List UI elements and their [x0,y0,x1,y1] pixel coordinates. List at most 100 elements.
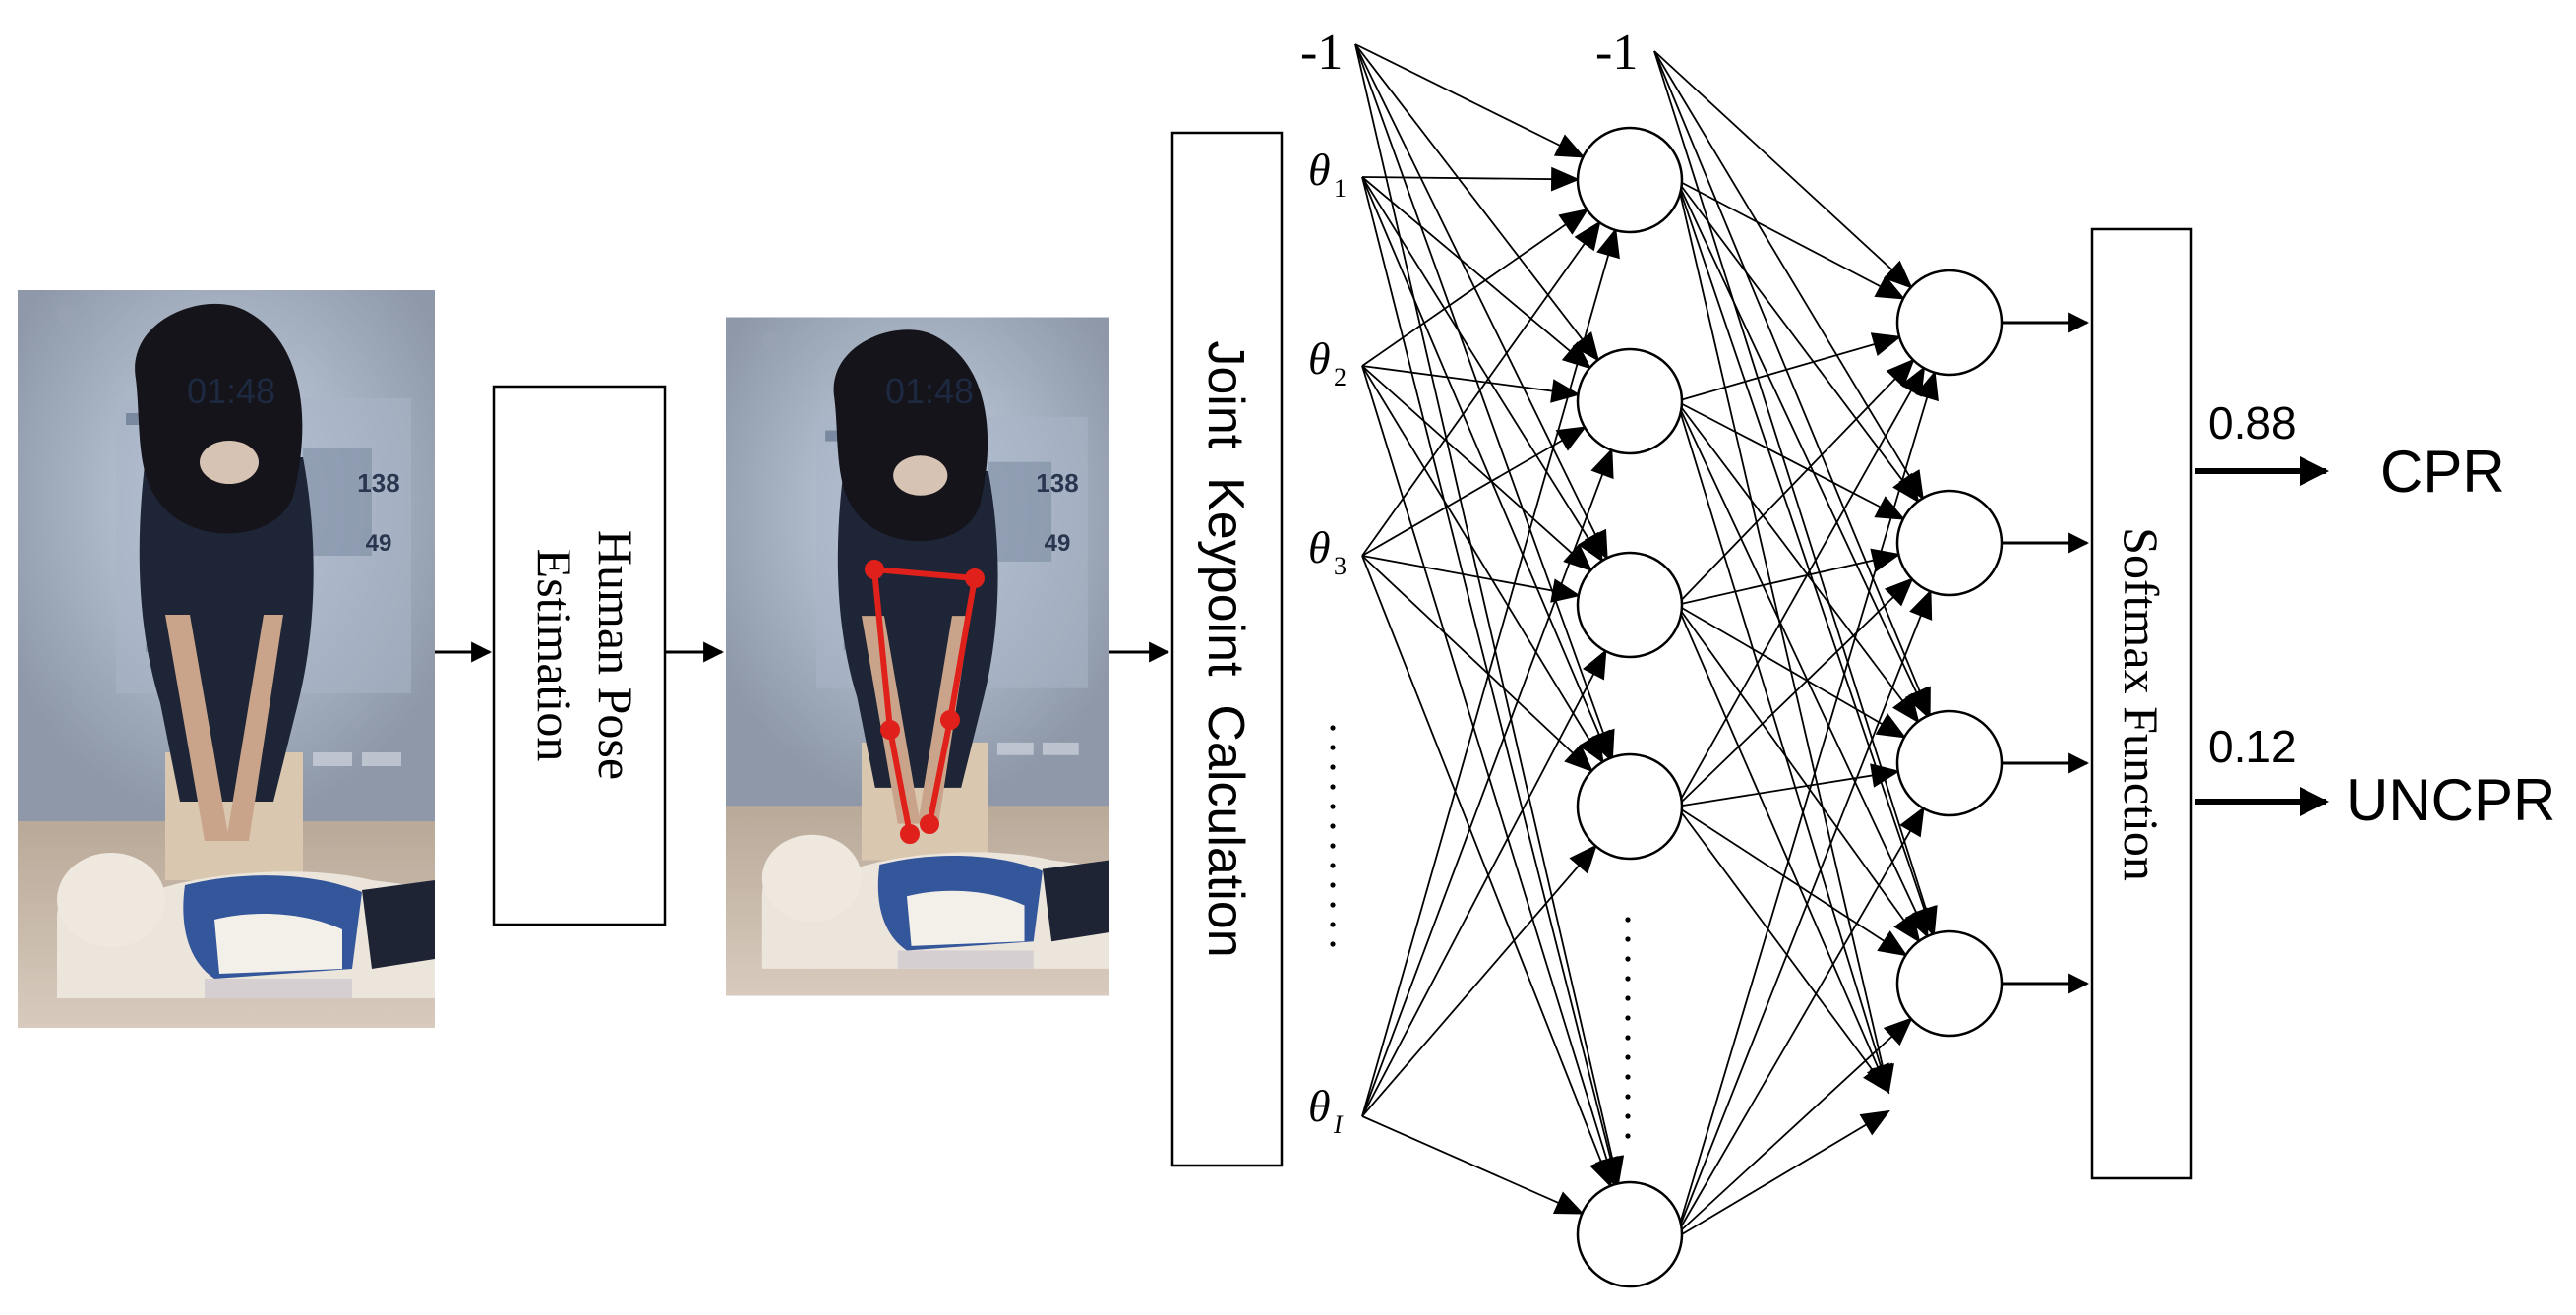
theta-2-symbol: θ [1308,333,1331,384]
edge-hidden-3-output-0-arrowhead [1886,358,1915,389]
edge-hidden-4-output-1-arrowhead [1884,577,1914,607]
edge-hidden-5-output-2 [1675,807,1925,1235]
softmax-box-label: Softmax Function [2114,527,2169,881]
edge-input-0-hidden-0 [1354,43,1584,158]
hidden-neuron-3 [1576,551,1684,659]
edge-hidden-0-output-0 [1653,50,1912,288]
edge-input-4-hidden-4-arrowhead [1552,1191,1585,1215]
edge-hidden-5-output-0 [1675,372,1936,1235]
keypoint-calculation-box: Joint Keypoint Calculation [1170,131,1284,1167]
edge-hidden-3-output-1 [1676,553,1899,606]
edge-hidden-3-output-0 [1676,359,1914,606]
edge-hidden-1-output-0 [1676,179,1904,300]
edge-input-3-hidden-4-arrowhead [1589,1157,1613,1188]
edge-hidden-4-output-0 [1675,367,1925,807]
pose-skeleton-overlay [865,560,985,844]
theta-I-symbol: θ [1308,1081,1331,1131]
original-frame-photo: 01:48 138 49 [18,290,435,1028]
hidden-neuron-2 [1576,347,1684,455]
edge-hidden-4-output-2-arrowhead [1870,763,1900,788]
edge-hidden-4-output-2 [1676,770,1898,807]
edge-input-4-hidden-0-arrowhead [1596,227,1620,260]
output-neuron-4 [1895,929,2004,1038]
hidden-ellipsis [1625,917,1631,1139]
edge-hidden-2-output-3 [1675,400,1929,937]
pose-estimation-box: Human Pose Estimation [492,385,667,926]
edge-input-1-hidden-2-arrowhead [1578,531,1604,564]
hidden-bias-label: -1 [1595,25,1638,81]
pose-depth-text: 49 [1045,530,1071,557]
edge-hidden-last-output-more [1681,1110,1889,1235]
edge-input-2-hidden-1 [1361,365,1579,395]
keypoint-box-label: Joint Keypoint Calculation [1197,340,1254,957]
edge-hidden-5-output-0-arrowhead [1915,370,1939,402]
edge-hidden-5-output-2-arrowhead [1899,806,1925,838]
cpr-probability: 0.88 [2208,397,2297,448]
theta-2-subscript: 2 [1334,363,1347,391]
edge-input-3-hidden-1 [1361,426,1586,557]
edge-input-3-hidden-3-arrowhead [1564,744,1594,773]
edge-hidden-2-output-0 [1676,335,1900,402]
edge-hidden-3-output-more [1676,806,1889,1093]
theta-3-subscript: 3 [1334,552,1347,580]
edge-input-1-hidden-3 [1361,176,1611,759]
edge-hidden-2-output-1 [1676,400,1904,520]
edge-input-2-hidden-2-arrowhead [1563,543,1593,572]
original-timer-text: 01:48 [187,371,275,411]
edge-input-1-hidden-2 [1361,176,1603,562]
edge-hidden-0-output-3 [1653,50,1935,934]
pose-skeleton-photo: 01:48 138 49 [726,317,1109,996]
edge-input-2-hidden-4 [1361,365,1616,1185]
edge-hidden-5-output-3-arrowhead [1883,1017,1913,1046]
original-depth-text: 49 [366,530,392,557]
edge-hidden-2-output-more [1676,604,1889,1093]
edge-input-4-hidden-2 [1361,650,1607,1117]
edge-hidden-1-output-2 [1675,179,1929,717]
pose-box-label-line1: Human Pose [588,530,643,780]
edge-input-0-hidden-2 [1354,43,1608,559]
edge-hidden-4-output-3-arrowhead [1877,930,1908,957]
edge-input-3-hidden-3 [1361,555,1592,772]
edge-hidden-3-output-2-arrowhead [1875,713,1907,739]
original-rate-text: 138 [357,468,399,498]
hidden-neuron-4 [1576,752,1684,861]
edge-input-2-hidden-0-arrowhead [1558,208,1589,235]
input-ellipsis [1330,725,1336,947]
hidden-neuron-1 [1576,126,1684,234]
edge-hidden-3-output-3-arrowhead [1893,912,1921,943]
pose-rate-text: 138 [1036,468,1078,498]
input-theta-2: θ 2 [1308,333,1347,391]
edge-input-4-hidden-1-arrowhead [1590,448,1614,480]
output-arrows [2002,312,2090,994]
edge-input-2-hidden-1-arrowhead [1550,379,1581,403]
edge-input-4-hidden-2-arrowhead [1583,648,1607,681]
output-neuron-2 [1895,489,2004,597]
edge-input-3-hidden-0-arrowhead [1574,220,1601,252]
edge-hidden-0-output-more [1676,179,1889,1093]
edge-input-4-hidden-3-arrowhead [1569,844,1597,874]
uncpr-probability: 0.12 [2208,721,2297,772]
edge-input-0-hidden-0-arrowhead [1553,134,1586,158]
edge-input-2-hidden-3-arrowhead [1578,733,1604,764]
edge-hidden-0-output-1 [1653,50,1924,500]
edge-hidden-3-output-1-arrowhead [1870,548,1901,572]
edge-input-3-hidden-1-arrowhead [1555,426,1588,451]
edge-input-3-hidden-2-arrowhead [1550,578,1582,603]
theta-1-subscript: 1 [1334,174,1347,203]
output-neuron-3 [1895,709,2004,817]
edge-input-3-hidden-4 [1361,555,1612,1187]
edge-input-2-hidden-2 [1361,365,1592,571]
edge-input-3-hidden-0 [1361,221,1600,557]
edge-input-2-hidden-3 [1361,365,1604,763]
edge-input-4-hidden-4 [1361,1115,1583,1215]
hidden-neuron-5 [1576,1180,1684,1288]
uncpr-label: UNCPR [2346,767,2555,833]
edge-hidden-1-output-1 [1675,179,1919,503]
softmax-box: Softmax Function [2090,227,2193,1180]
edge-hidden-1-output-0-arrowhead [1874,275,1906,300]
output-layer [1895,269,2004,1038]
edge-input-2-hidden-0 [1361,209,1588,367]
edge-hidden-5-output-1 [1675,590,1932,1235]
edge-input-0-hidden-3 [1354,43,1613,758]
